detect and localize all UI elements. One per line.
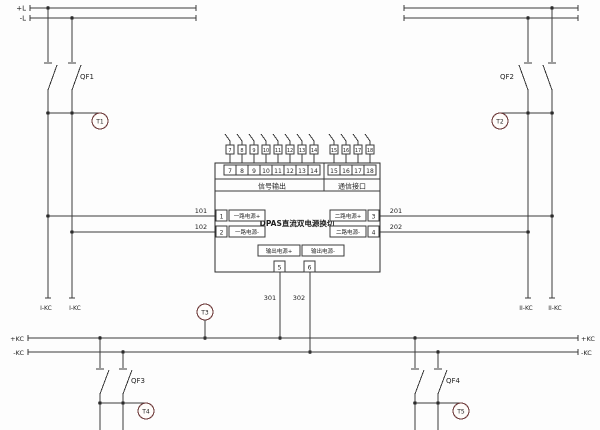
pin-wire-tag: 9 [252, 148, 255, 154]
comm-port-pins: 15 16 17 18 [328, 133, 375, 163]
terminal-3-label: 二路电源+ [335, 212, 362, 220]
terminal-number: 8 [240, 168, 244, 175]
terminal-number: 11 [274, 168, 282, 175]
pin-wire-tag: 16 [343, 148, 349, 154]
output-terminals: 输出电源+ 输出电源- 5 6 [257, 244, 345, 273]
meter-t2-label: T2 [495, 119, 504, 126]
pin-wire-tag: 8 [240, 148, 243, 154]
meter-t4-label: T4 [141, 409, 150, 416]
bottom-bus-neg-label-left: -KC [13, 349, 24, 357]
terminal-2: 2 [220, 230, 224, 237]
terminal-number: 15 [330, 168, 338, 175]
terminal-4: 4 [372, 230, 376, 237]
wire-101-label: 101 [195, 207, 207, 215]
wire-302-label: 302 [293, 294, 305, 302]
input-1-terminals: 1 一路电源+ 2 一路电源- [215, 209, 266, 238]
breaker-qf1: QF1 [44, 62, 94, 91]
terminal-3: 3 [372, 214, 376, 221]
wire-202-label: 202 [390, 223, 402, 231]
terminal-4-label: 二路电源- [336, 228, 360, 236]
top-bus-pos-label: +L [16, 5, 26, 13]
terminal-number: 17 [354, 168, 362, 175]
pin-wire-tag: 14 [311, 148, 317, 154]
incomer-1: QF1 T1 I-KC I-KC [40, 6, 109, 312]
meter-t1: T1 [46, 111, 109, 130]
meter-t1-label: T1 [95, 119, 104, 126]
breaker-qf3-label: QF3 [131, 377, 145, 385]
pin-wire-tag: 12 [287, 148, 293, 154]
device-title: DPAS直流双电源换切 [260, 218, 335, 228]
terminal-number: 16 [342, 168, 350, 175]
pin-wire-tag: 11 [275, 148, 281, 154]
bus-end-left-pos: I-KC [40, 305, 52, 312]
terminal-6: 6 [308, 265, 312, 272]
wire-102-label: 102 [195, 223, 207, 231]
output-wires: 301 302 [264, 272, 312, 354]
wire-201-label: 201 [390, 207, 402, 215]
terminal-number: 10 [262, 168, 270, 175]
terminal-number: 12 [286, 168, 294, 175]
bus-end-right-pos: II-KC [548, 305, 562, 312]
wire-301-label: 301 [264, 294, 276, 302]
pin-wire-tag: 7 [228, 148, 231, 154]
input-2-terminals: 二路电源+ 3 二路电源- 4 [329, 209, 380, 238]
meter-t3-label: T3 [200, 310, 209, 317]
terminal-number: 9 [252, 168, 256, 175]
pin-wire-tag: 18 [367, 148, 373, 154]
bottom-bus-pos-label-left: +KC [10, 335, 24, 343]
terminal-strip: 7 8 9 10 11 12 13 14 15 16 17 18 [223, 164, 377, 176]
meter-t5-label: T5 [456, 409, 465, 416]
terminal-number: 14 [310, 168, 318, 175]
bus-end-right-neg: II-KC [519, 305, 533, 312]
comm-port-group-label: 通信接口 [338, 182, 366, 191]
pin-wire-tag: 13 [299, 148, 305, 154]
terminal-1-label: 一路电源+ [234, 212, 261, 220]
pin-wire-tag: 17 [355, 148, 361, 154]
feeder-qf4: QF4 T5 [411, 336, 470, 430]
terminal-number: 13 [298, 168, 306, 175]
bottom-bus-neg-label-right: -KC [581, 349, 592, 357]
meter-t4: T4 [98, 401, 155, 420]
top-bus-left: +L -L [16, 5, 197, 23]
breaker-qf2: QF2 [500, 62, 556, 91]
output-neg-label: 输出电源- [311, 247, 335, 255]
bottom-bus-pos-label-right: +KC [581, 335, 595, 343]
bottom-bus: +KC -KC +KC -KC [10, 335, 595, 357]
terminal-number: 7 [228, 168, 232, 175]
pin-wire-tag: 10 [263, 148, 269, 154]
meter-t2: T2 [491, 111, 554, 130]
incomer-2: QF2 T2 II-KC II-KC [491, 6, 562, 312]
terminal-2-label: 一路电源- [235, 228, 259, 236]
pin-wire-tag: 15 [331, 148, 337, 154]
breaker-qf2-label: QF2 [500, 73, 514, 81]
breaker-qf1-label: QF1 [80, 73, 94, 81]
meter-t5: T5 [413, 401, 470, 420]
signal-output-pins: 7 8 9 10 11 12 13 14 [224, 133, 319, 163]
top-bus-right [403, 5, 579, 21]
terminal-5: 5 [278, 265, 282, 272]
bus-end-left-neg: I-KC [69, 305, 81, 312]
top-bus-neg-label: -L [20, 15, 27, 23]
terminal-number: 18 [366, 168, 374, 175]
supply-wires: 101 102 201 202 [46, 207, 554, 234]
dpas-device: 7 8 9 10 11 12 13 14 15 16 17 18 7 8 9 1… [214, 133, 381, 273]
breaker-qf4-label: QF4 [446, 377, 461, 385]
signal-output-group-label: 信号输出 [258, 182, 286, 191]
output-pos-label: 输出电源+ [266, 247, 293, 255]
terminal-1: 1 [220, 214, 224, 221]
meter-t3: T3 [196, 303, 214, 340]
feeder-qf3: QF3 T4 [96, 336, 155, 430]
